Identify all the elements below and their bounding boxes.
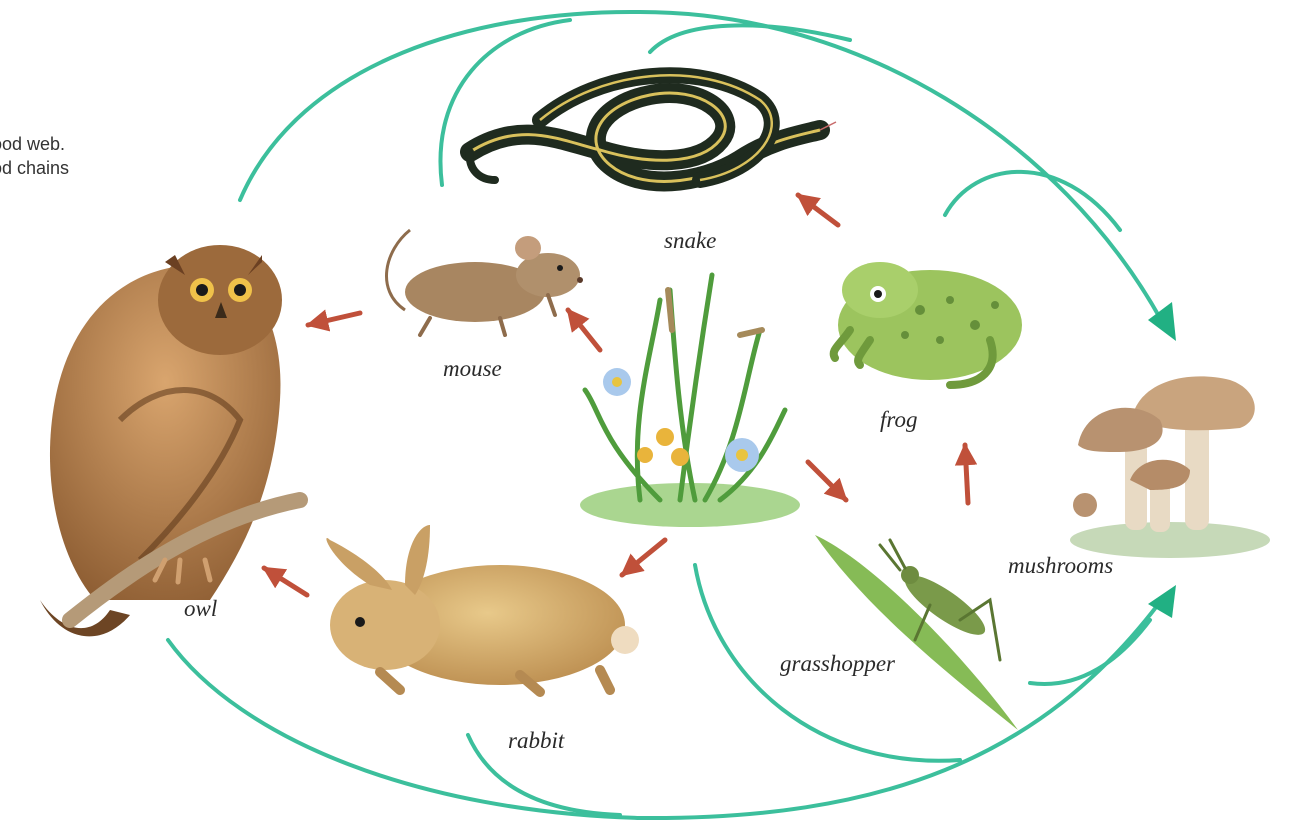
arrow-rabbit-to-owl	[264, 568, 307, 595]
arrow-mouse-to-owl	[308, 313, 360, 325]
arrow-frog-to-snake	[798, 195, 838, 225]
owl-illustration	[40, 245, 300, 636]
label-mushrooms: mushrooms	[1008, 553, 1113, 578]
label-owl: owl	[184, 596, 217, 621]
snake-illustration	[470, 75, 836, 181]
label-grasshopper: grasshopper	[780, 651, 896, 676]
label-frog: frog	[880, 407, 918, 432]
arrow-grass-to-mouse	[568, 310, 600, 350]
grasshopper-illustration	[815, 535, 1018, 730]
grass-illustration	[580, 275, 800, 527]
mouse-illustration	[386, 230, 583, 335]
mushrooms-illustration	[1070, 376, 1270, 558]
decomposer-arrow-grasshopper	[1030, 620, 1150, 684]
label-snake: snake	[664, 228, 716, 253]
decomposer-arrow-snake	[650, 25, 850, 52]
label-rabbit: rabbit	[508, 728, 565, 753]
rabbit-illustration	[326, 525, 639, 692]
arrow-grass-to-rabbit	[622, 540, 665, 575]
label-mouse: mouse	[443, 356, 502, 381]
decomposer-arrows	[168, 12, 1160, 818]
arrow-grasshopper-to-frog	[965, 445, 968, 503]
arrow-grass-to-grasshopper	[808, 462, 846, 500]
decomposer-arrow-owl-bottom	[168, 602, 1160, 818]
decomposer-arrow-owl-top	[240, 12, 1160, 318]
frog-illustration	[834, 262, 1022, 385]
